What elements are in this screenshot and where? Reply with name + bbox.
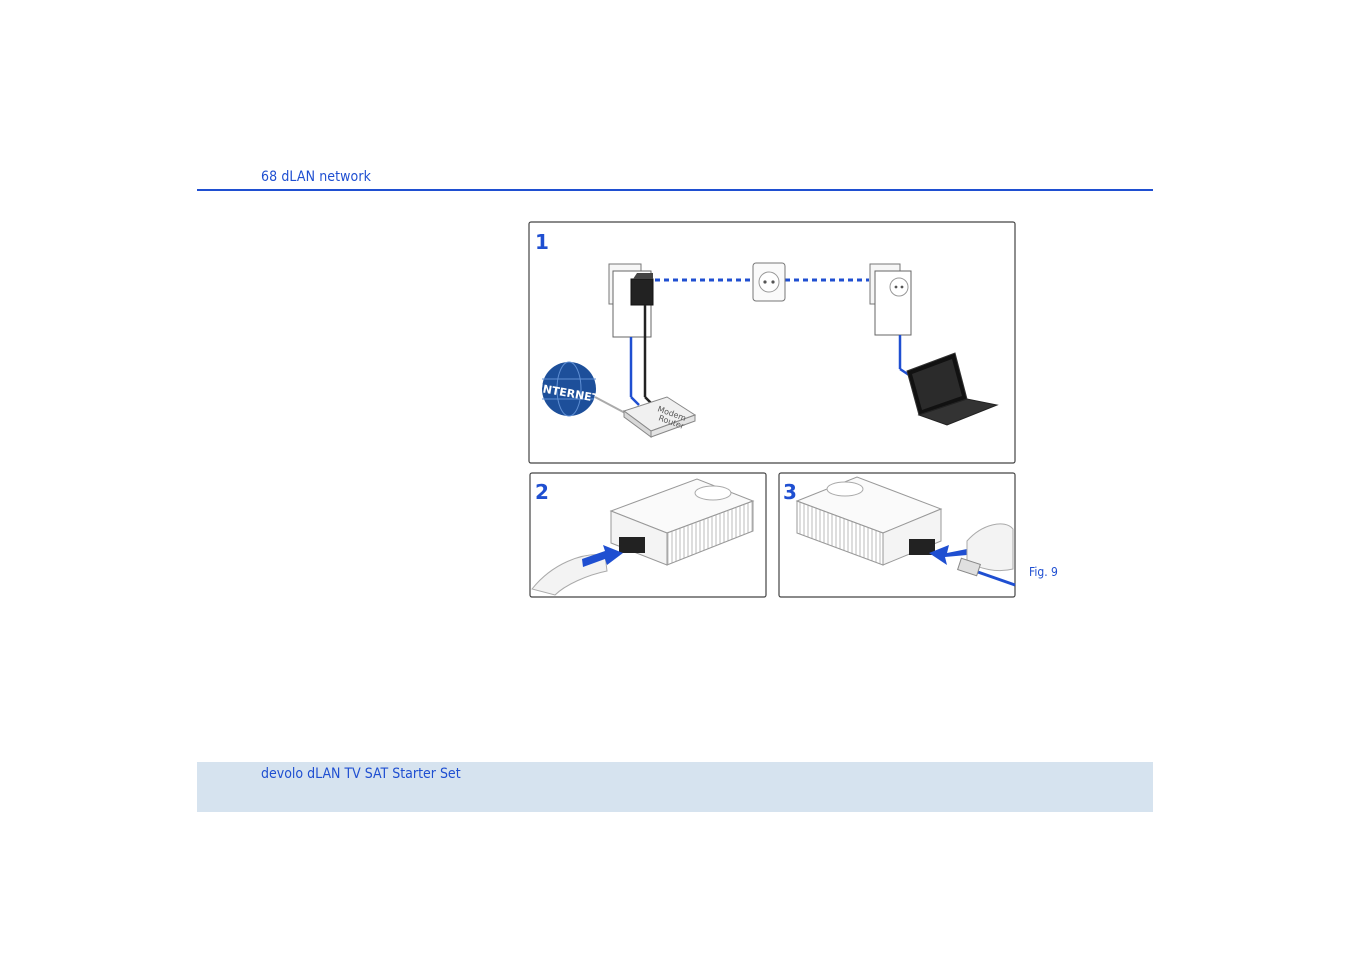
right-powerline-adapter — [869, 263, 912, 336]
footer-product-name: devolo dLAN TV SAT Starter Set — [261, 766, 461, 782]
page-header-title: 68 dLAN network — [261, 169, 372, 185]
header-divider — [197, 189, 1153, 191]
adapter-side-view-left — [609, 478, 755, 566]
figure-caption: Fig. 9 — [1029, 565, 1058, 579]
panel-1: 1 — [528, 221, 1016, 464]
panel-3: 3 — [778, 472, 1016, 598]
internet-globe-icon: INTERNET — [538, 361, 601, 417]
wall-socket-icon — [752, 262, 786, 302]
laptop-icon — [906, 352, 999, 426]
panel-2: 2 — [529, 472, 767, 598]
modem-router-icon: Modem Router — [622, 396, 697, 438]
left-powerline-adapter — [608, 263, 654, 338]
installation-figure: 1 — [528, 221, 1016, 598]
footer-band: devolo dLAN TV SAT Starter Set — [197, 762, 1153, 812]
panel-1-number: 1 — [535, 230, 549, 254]
panel-2-number: 2 — [535, 480, 549, 504]
panel-3-number: 3 — [783, 480, 797, 504]
adapter-side-view-right — [795, 476, 943, 566]
